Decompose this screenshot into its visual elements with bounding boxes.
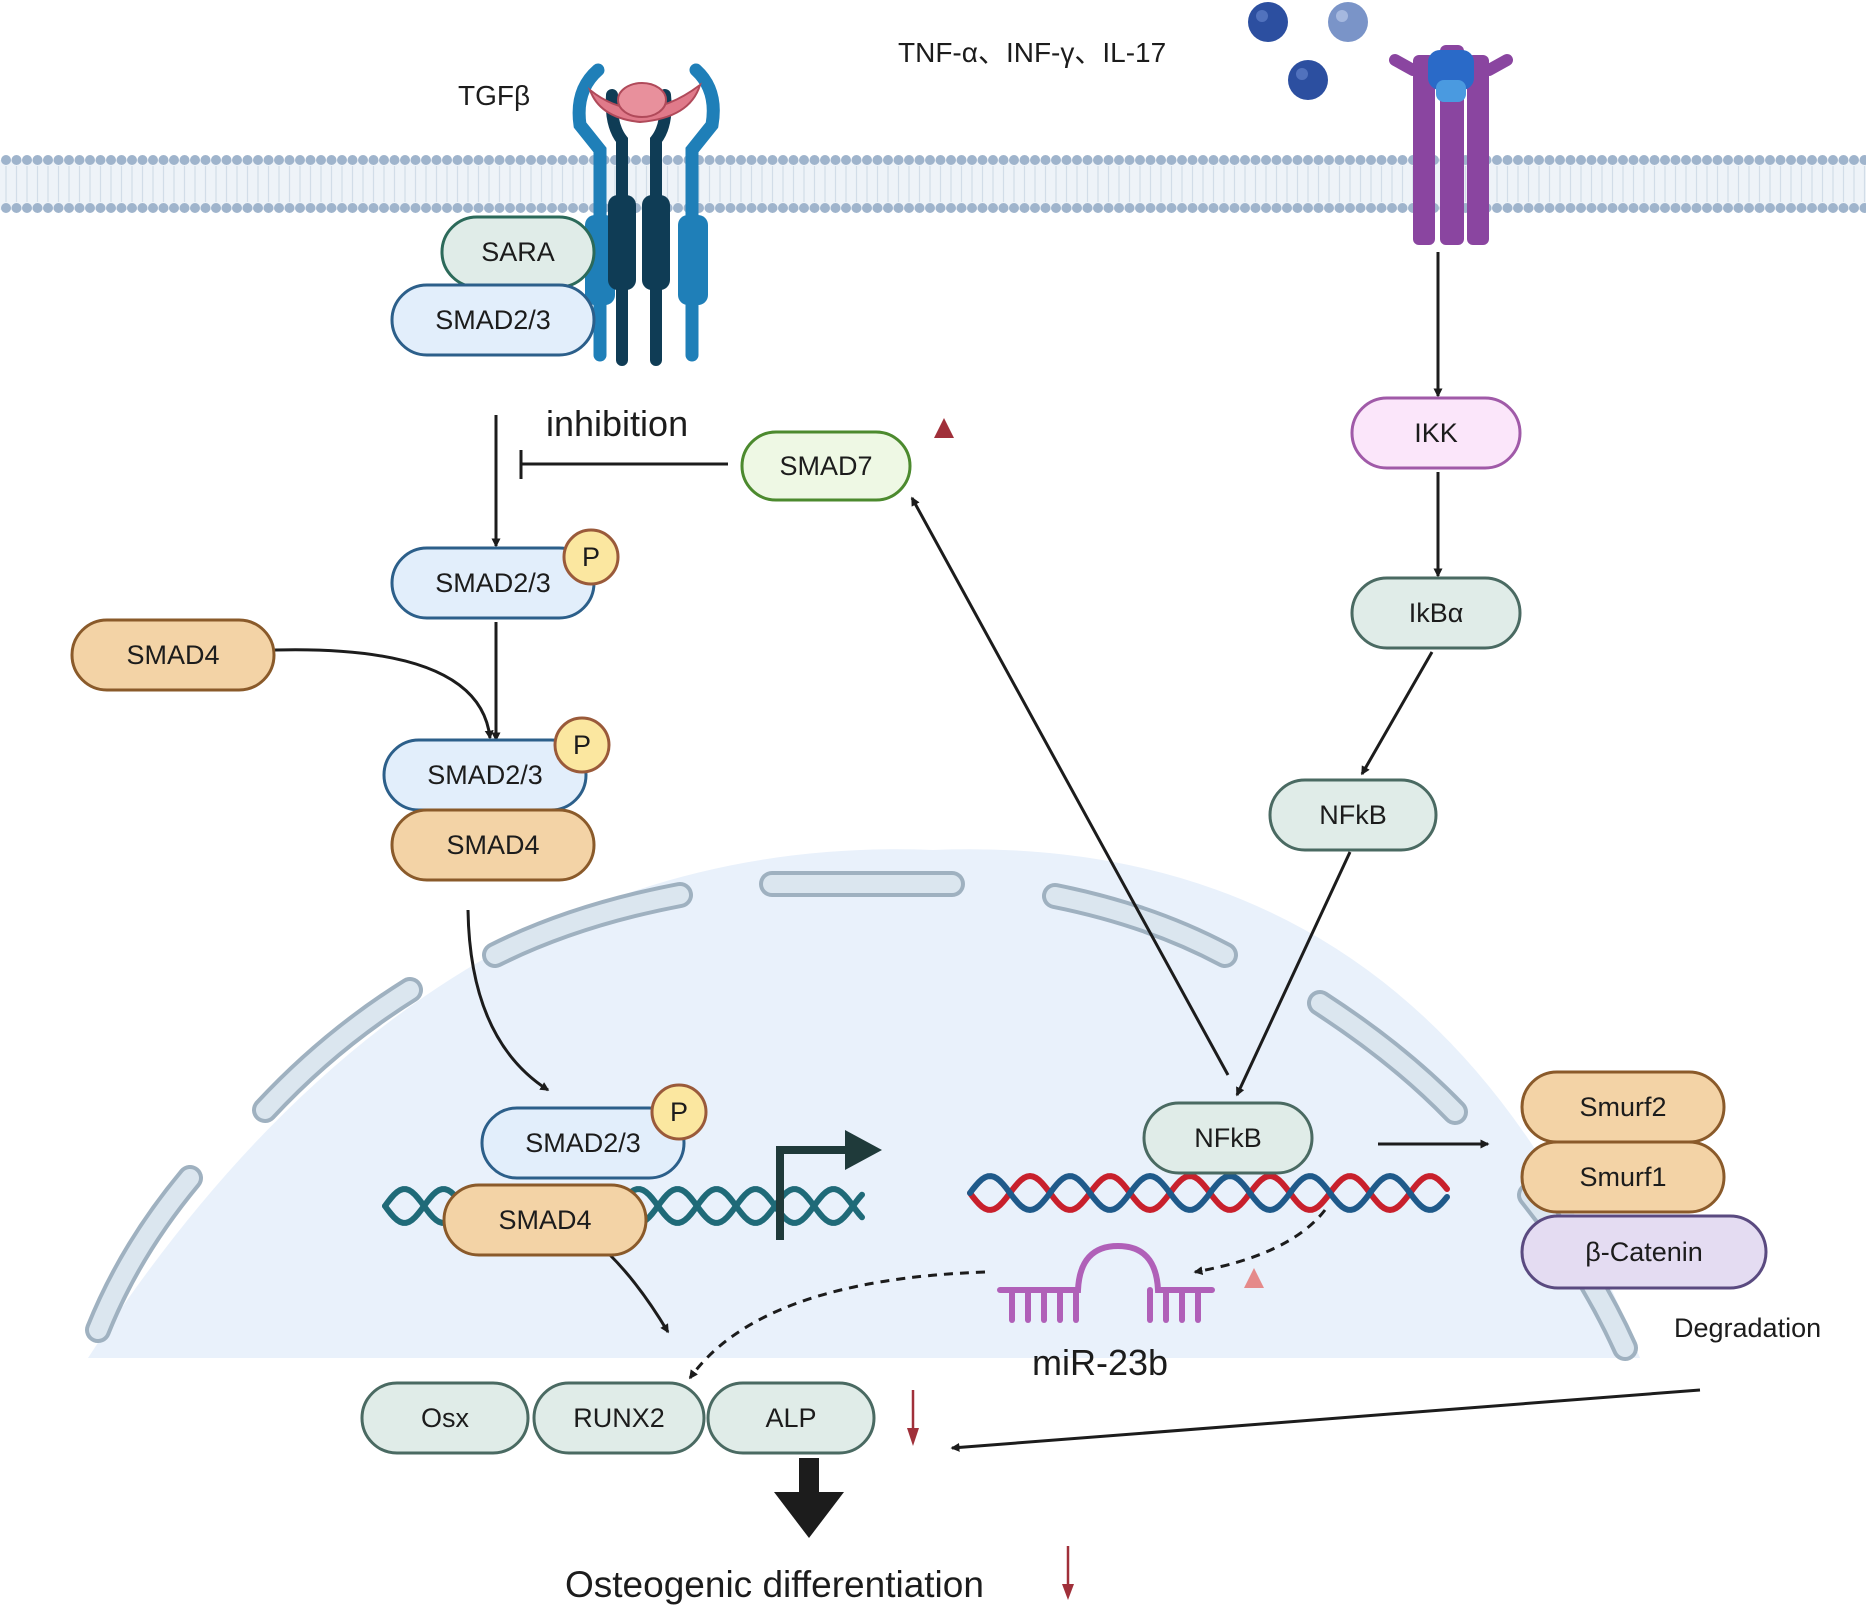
cytokine-ligands xyxy=(1248,2,1368,100)
phospho-badge xyxy=(553,716,611,774)
runx2-node: RUNX2 xyxy=(532,1381,706,1455)
smad23-receptor-node: SMAD2/3 xyxy=(390,283,596,357)
phospho-badge xyxy=(562,528,620,586)
cytokines-label: TNF-α、INF-γ、IL-17 xyxy=(898,37,1166,68)
inhibition-label: inhibition xyxy=(546,403,688,444)
alp-node: ALP xyxy=(706,1381,876,1455)
cytokine-receptor xyxy=(1389,45,1513,245)
svg-text:SMAD2/3: SMAD2/3 xyxy=(435,305,551,335)
svg-text:Osx: Osx xyxy=(421,1403,470,1433)
ikk-node: IKK xyxy=(1350,396,1522,470)
smad4-nuclear-node: SMAD4 xyxy=(442,1183,648,1257)
svg-text:ALP: ALP xyxy=(765,1403,816,1433)
regulation-indicators xyxy=(907,418,1264,1600)
smad4-free-node: SMAD4 xyxy=(70,618,276,692)
mirna-label: miR-23b xyxy=(1032,1342,1168,1383)
arrows xyxy=(274,252,1701,1452)
mirna-hairpin-icon xyxy=(997,1242,1215,1323)
svg-text:P: P xyxy=(573,730,591,760)
degradation-label: Degradation xyxy=(1674,1313,1821,1343)
cell-membrane xyxy=(0,155,1866,213)
svg-text:β-Catenin: β-Catenin xyxy=(1585,1237,1703,1267)
phospho-badge xyxy=(650,1083,708,1141)
tgfb-receptor xyxy=(572,63,720,366)
text-labels: TGFβ TNF-α、INF-γ、IL-17 inhibition Degrad… xyxy=(458,37,1821,1605)
svg-text:RUNX2: RUNX2 xyxy=(573,1403,665,1433)
nucleus-body xyxy=(88,849,1640,1358)
big-arrow xyxy=(774,1458,844,1538)
svg-text:P: P xyxy=(670,1097,688,1127)
svg-text:SARA: SARA xyxy=(481,237,555,267)
osteogenic-label: Osteogenic differentiation xyxy=(565,1564,984,1605)
nfkb-nuclear-node: NFkB xyxy=(1142,1101,1314,1175)
smad4-complex-node: SMAD4 xyxy=(390,808,596,882)
svg-text:IKK: IKK xyxy=(1414,418,1458,448)
ikba-node: IkBα xyxy=(1350,576,1522,650)
svg-text:SMAD2/3: SMAD2/3 xyxy=(525,1128,641,1158)
smurf2-node: Smurf2 xyxy=(1520,1070,1726,1144)
svg-text:SMAD2/3: SMAD2/3 xyxy=(435,568,551,598)
svg-text:P: P xyxy=(582,542,600,572)
transcription-start-arrow xyxy=(776,1130,882,1240)
smad7-node: SMAD7 xyxy=(740,430,912,502)
sara-node: SARA xyxy=(440,215,596,289)
svg-text:SMAD7: SMAD7 xyxy=(779,451,872,481)
svg-text:SMAD4: SMAD4 xyxy=(498,1205,591,1235)
smurf1-node: Smurf1 xyxy=(1520,1140,1726,1214)
svg-text:NFkB: NFkB xyxy=(1319,800,1387,830)
smad23-phospho-node: SMAD2/3 P xyxy=(390,528,620,620)
bcatenin-node: β-Catenin xyxy=(1520,1214,1768,1290)
nucleus xyxy=(85,849,1640,1361)
svg-text:Smurf2: Smurf2 xyxy=(1579,1092,1666,1122)
smad23-complex-node: SMAD2/3 P xyxy=(382,716,611,812)
osx-node: Osx xyxy=(360,1381,530,1455)
svg-text:Smurf1: Smurf1 xyxy=(1579,1162,1666,1192)
pathway-nodes: SARA SMAD2/3 SMAD7 SMAD2/3 P SMAD4 SMAD2… xyxy=(70,215,1768,1455)
svg-text:SMAD2/3: SMAD2/3 xyxy=(427,760,543,790)
svg-text:SMAD4: SMAD4 xyxy=(446,830,539,860)
smad23-nuclear-node: SMAD2/3 P xyxy=(480,1083,708,1180)
tgfb-label: TGFβ xyxy=(458,80,530,111)
svg-text:NFkB: NFkB xyxy=(1194,1123,1262,1153)
dna-strand-nfkb xyxy=(967,1172,1450,1214)
svg-text:SMAD4: SMAD4 xyxy=(126,640,219,670)
nfkb-cytoplasm-node: NFkB xyxy=(1268,778,1438,852)
svg-text:IkBα: IkBα xyxy=(1409,598,1464,628)
